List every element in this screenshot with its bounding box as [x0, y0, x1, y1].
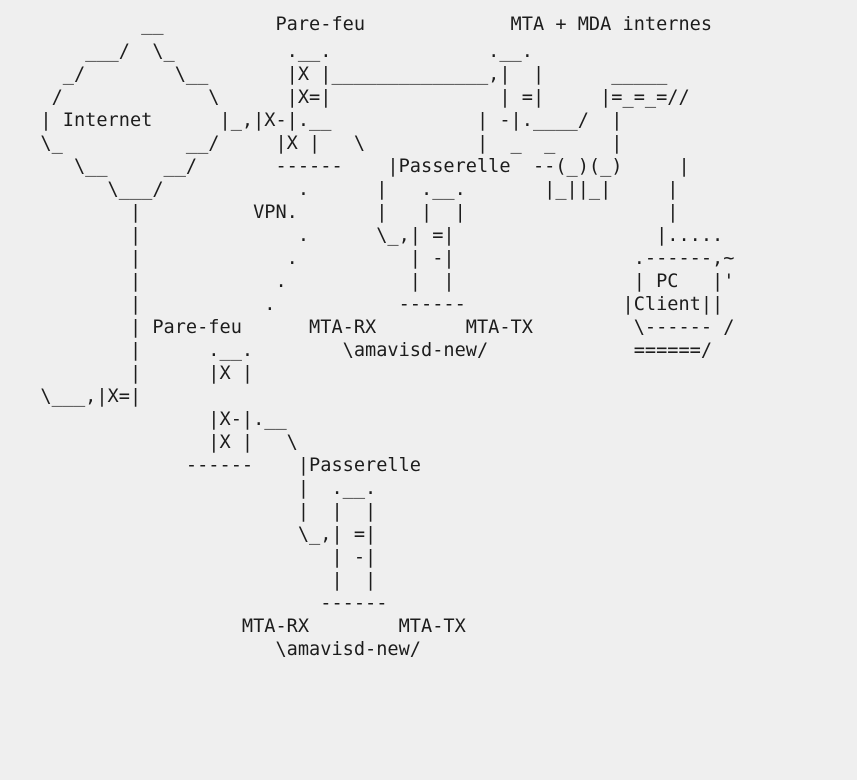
diagram-line-16: | |X | — [18, 362, 253, 385]
diagram-line-6: \_ __/ |X | \ | _ _ | — [18, 132, 623, 155]
diagram-line-24: | -| — [18, 546, 376, 569]
diagram-line-26: ------ — [18, 592, 387, 615]
diagram-line-11: | . | -| .------,~ — [18, 247, 734, 270]
diagram-line-14: | Pare-feu MTA-RX MTA-TX \------ / — [18, 316, 734, 339]
diagram-line-3: _/ \__ |X |______________,| | _____ — [18, 63, 667, 86]
diagram-line-22: | | | — [18, 500, 376, 523]
diagram-line-9: | VPN. | | | | — [18, 201, 678, 224]
diagram-line-5: | Internet |_,|X-|.__ | -|.____/ | — [18, 109, 623, 132]
diagram-line-21: | .__. — [18, 477, 376, 500]
diagram-line-19: |X | \ — [18, 431, 298, 454]
diagram-line-12: | . | | | PC |' — [18, 270, 734, 293]
diagram-line-23: \_,| =| — [18, 523, 376, 546]
diagram-line-13: | . ------ |Client|| — [18, 293, 723, 316]
diagram-line-17: \___,|X=| — [18, 385, 141, 408]
diagram-line-18: |X-|.__ — [18, 408, 287, 431]
diagram-line-25: | | — [18, 569, 376, 592]
diagram-line-15: | .__. \amavisd-new/ ======/ — [18, 339, 712, 362]
diagram-line-1: __ Pare-feu MTA + MDA internes — [18, 13, 712, 36]
diagram-line-8: \___/ . | .__. |_||_| | — [18, 178, 678, 201]
diagram-line-4: / \ |X=| | =| |=_=_=// — [18, 86, 690, 109]
diagram-line-10: | . \_,| =| |..... — [18, 224, 723, 247]
diagram-line-20: ------ |Passerelle — [18, 454, 421, 477]
diagram-line-27: MTA-RX MTA-TX — [18, 615, 466, 638]
diagram-line-28: \amavisd-new/ — [18, 638, 421, 661]
diagram-line-7: \__ __/ ------ |Passerelle --(_)(_) | — [18, 155, 690, 178]
diagram-line-2: ___/ \_ .__. .__. — [18, 40, 533, 63]
